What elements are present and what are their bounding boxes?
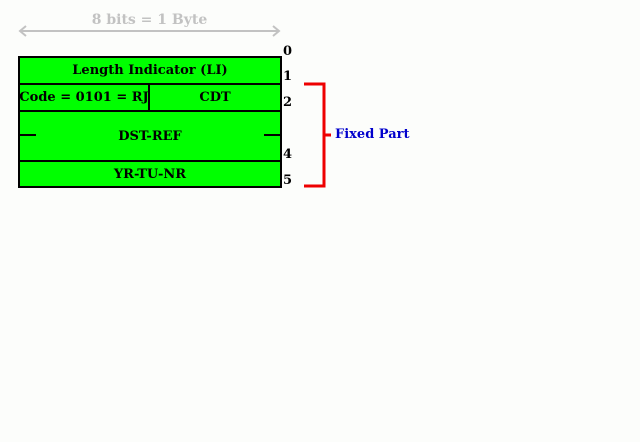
dst-ref-field: DST-REF <box>118 128 182 144</box>
octet-number: 5 <box>283 173 293 188</box>
row-divider <box>20 160 280 162</box>
cdt-field: CDT <box>199 90 231 105</box>
row-divider <box>20 110 280 112</box>
row-divider <box>20 83 280 85</box>
length-indicator-field: Length Indicator (LI) <box>72 63 228 78</box>
yr-tu-nr-field: YR-TU-NR <box>113 166 187 182</box>
column-divider <box>148 85 150 110</box>
tpdu-diagram: Length Indicator (LI) Code = 0101 = RJ C… <box>18 56 282 188</box>
octet-number: 4 <box>283 147 293 162</box>
octet-break-tick-right <box>264 134 280 136</box>
octet-break-tick-left <box>20 134 36 136</box>
octet-number: 1 <box>283 69 293 84</box>
byte-width-arrow <box>18 25 281 37</box>
fixed-part-label: Fixed Part <box>335 127 410 142</box>
fixed-part-bracket <box>304 82 331 188</box>
code-field: Code = 0101 = RJ <box>19 90 149 105</box>
octet-number: 2 <box>283 95 293 110</box>
byte-width-label: 8 bits = 1 Byte <box>85 12 214 28</box>
octet-number: 0 <box>283 44 293 59</box>
